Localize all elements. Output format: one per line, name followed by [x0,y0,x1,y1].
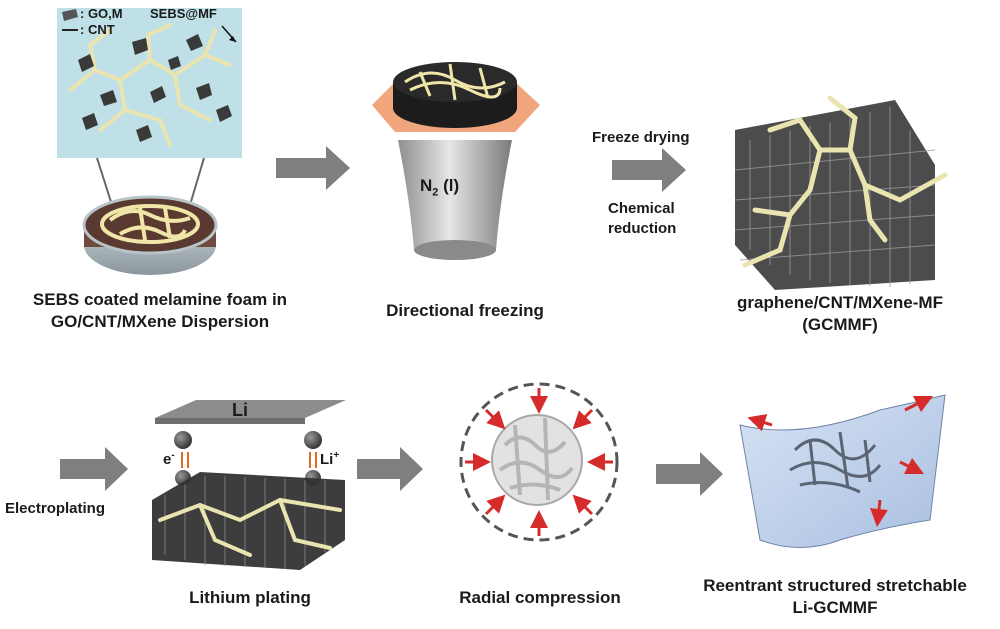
legend-sebs-mf-label: SEBS@MF [150,6,217,21]
legend-cnt-label: : CNT [80,22,115,37]
step3-caption-line2: (GCMMF) [802,315,878,334]
vessel-label: N2 (l) [420,176,460,199]
stretchable-sheet-figure [739,394,946,548]
electron-label: e- [163,450,175,468]
step6-caption-line1: Reentrant structured stretchable [703,576,967,595]
step5-caption: Radial compression [459,588,621,607]
petri-dish [82,195,218,275]
go-m-swatch-icon [62,9,78,21]
step3-caption: graphene/CNT/MXene-MF (GCMMF) [700,292,980,336]
radial-compression-figure [459,382,619,542]
li-plate-label: Li [232,400,248,420]
step1-caption-line1: SEBS coated melamine foam in [32,290,288,309]
li-ion-label: Li+ [320,450,340,468]
dispersion-panel [57,8,242,158]
step2-caption: Directional freezing [386,301,544,320]
chemical-reduction-line1: Chemical [608,200,675,217]
freezing-vessel [372,62,540,260]
electroplating-label: Electroplating [5,500,106,517]
step6-caption: Reentrant structured stretchable Li-GCMM… [680,575,990,619]
lithium-plating-figure [152,400,346,570]
step6-caption-line2: Li-GCMMF [792,598,878,617]
gray-arrows [60,146,723,496]
step1-caption-line2: GO/CNT/MXene Dispersion [50,312,270,331]
freeze-drying-label: Freeze drying [592,129,690,146]
gcmmf-cube [734,95,948,290]
step1-caption: SEBS coated melamine foam in GO/CNT/MXen… [10,289,310,333]
step4-caption: Lithium plating [189,588,311,607]
step3-caption-line1: graphene/CNT/MXene-MF [737,293,943,312]
chemical-reduction-line2: reduction [608,220,677,237]
legend-go-m-label: : GO,M [80,6,123,21]
